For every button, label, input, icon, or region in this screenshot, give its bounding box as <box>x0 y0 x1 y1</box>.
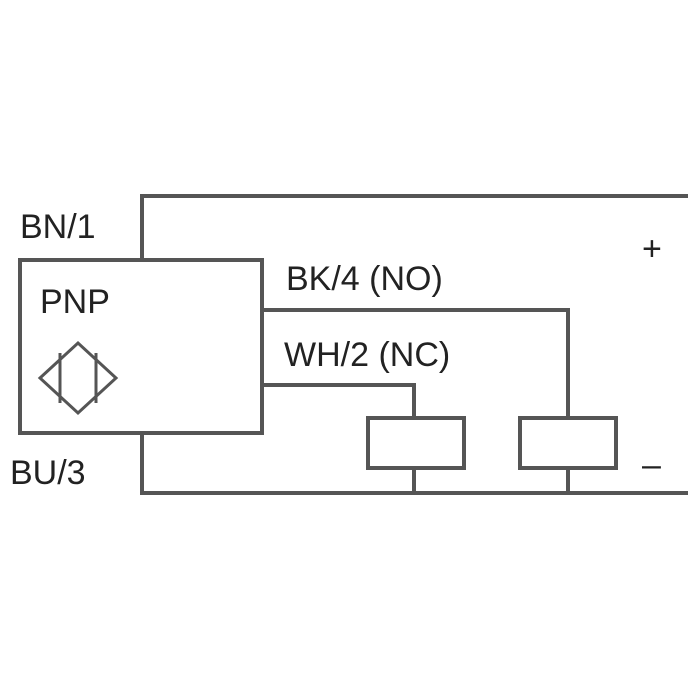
load-no <box>518 416 618 470</box>
wire-bu <box>140 433 688 495</box>
wire-wh <box>262 383 416 418</box>
label-minus: – <box>642 446 661 484</box>
wire-bk <box>262 308 570 418</box>
label-pnp: PNP <box>40 283 110 321</box>
label-plus: + <box>642 230 662 268</box>
label-bk: BK/4 (NO) <box>286 260 443 298</box>
wire-bn <box>140 194 688 260</box>
sensor-symbol-icon <box>37 340 119 416</box>
label-wh: WH/2 (NC) <box>284 336 451 374</box>
load-nc <box>366 416 466 470</box>
label-bn: BN/1 <box>20 208 96 246</box>
label-bu: BU/3 <box>10 454 86 492</box>
